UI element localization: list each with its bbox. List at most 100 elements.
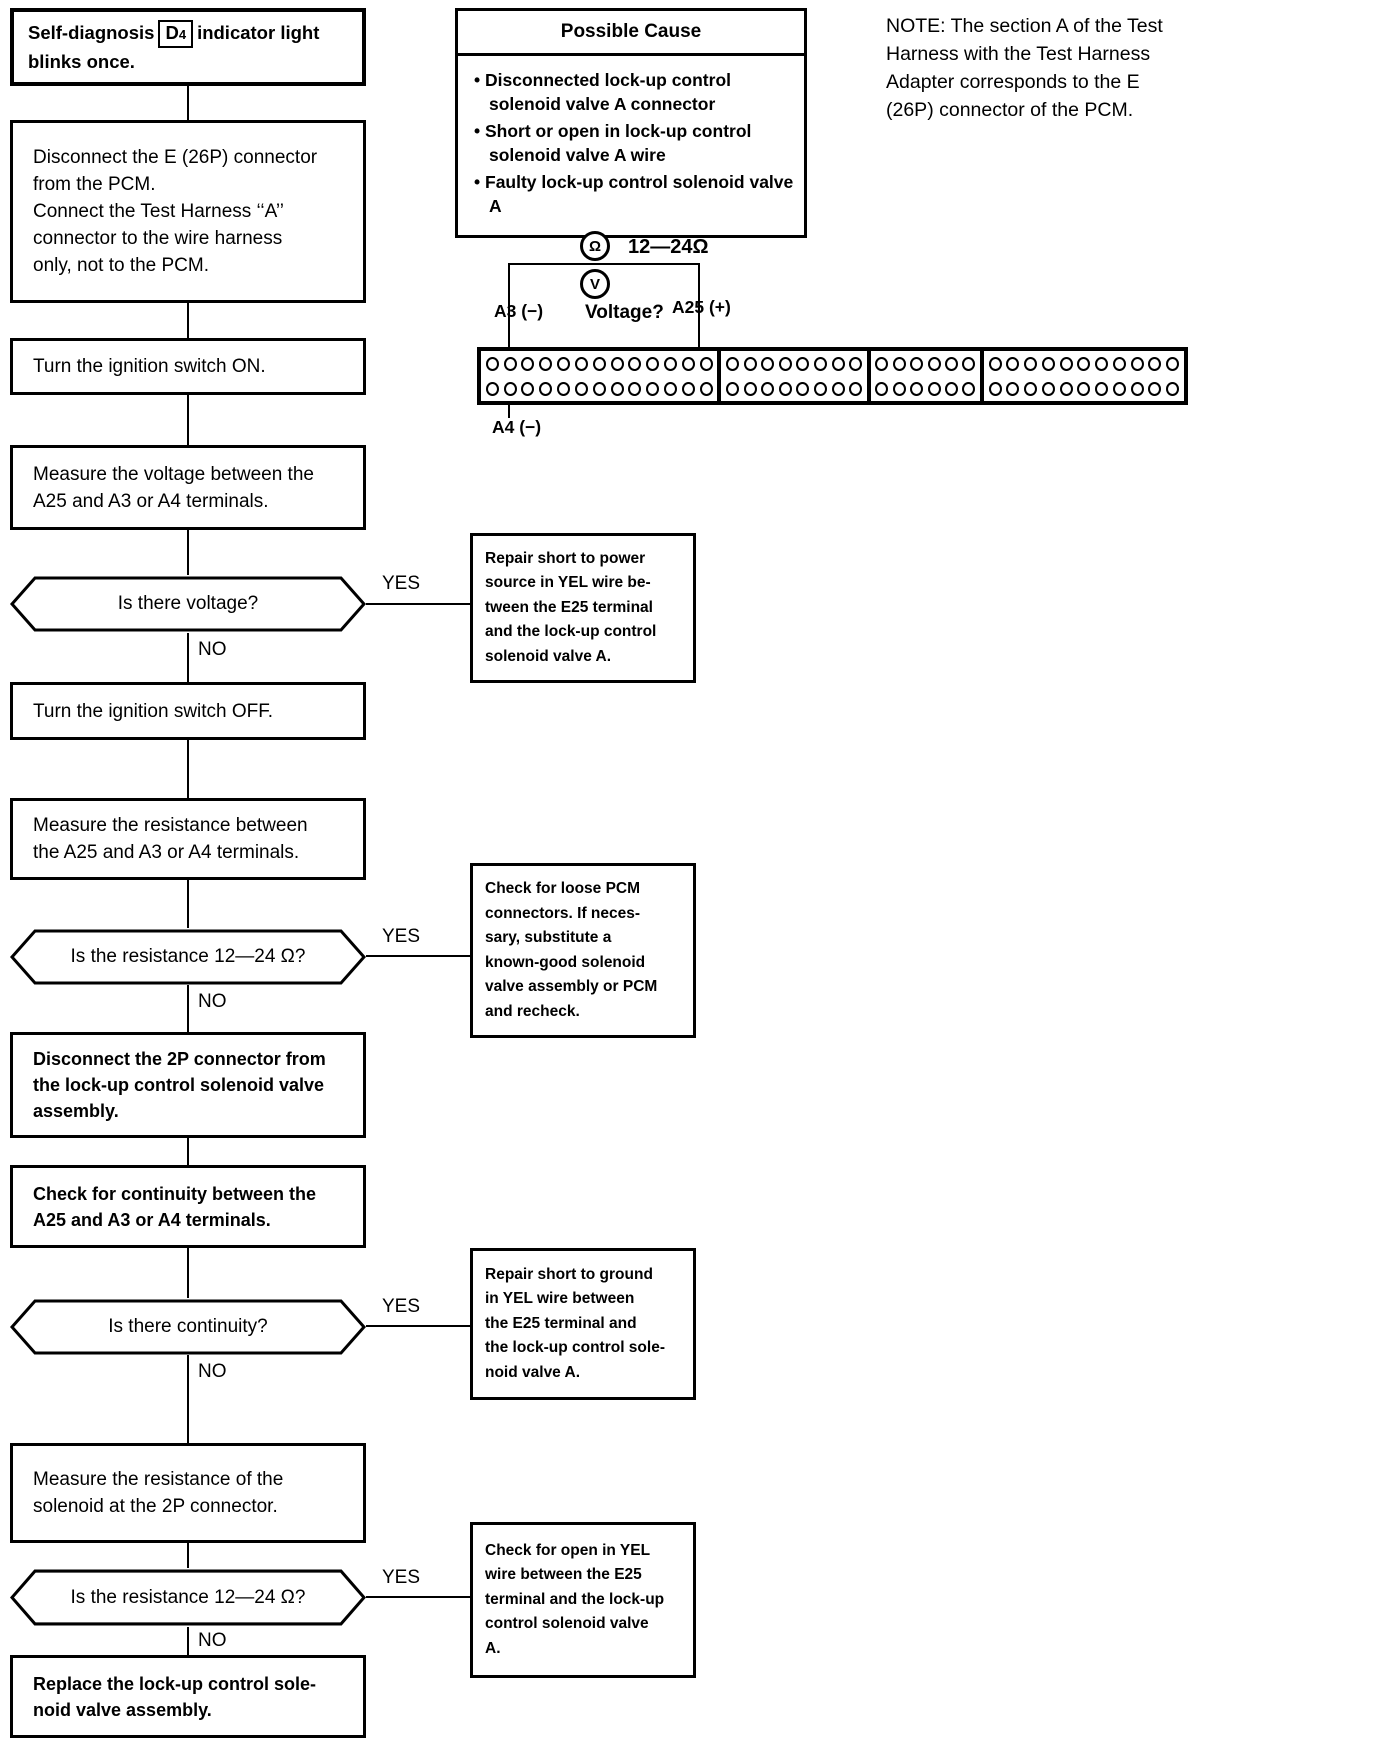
terminal-label-a25: A25 (+) bbox=[672, 297, 731, 317]
text-line: (26P) connector of the PCM. bbox=[886, 99, 1134, 121]
text-line: connectors. If neces- bbox=[485, 904, 641, 922]
yes-branch-line bbox=[366, 955, 470, 957]
text-line: A. bbox=[485, 1639, 501, 1657]
connector-pin bbox=[813, 356, 827, 371]
connector-pin bbox=[1095, 381, 1109, 396]
connector-pin bbox=[574, 381, 588, 396]
connector-pin bbox=[681, 356, 695, 371]
connector-pin bbox=[503, 356, 517, 371]
connector-section bbox=[481, 351, 722, 401]
connector-pin bbox=[962, 356, 976, 371]
connector-pin bbox=[646, 356, 660, 371]
text-line: known-good solenoid bbox=[485, 953, 646, 971]
connector-pin bbox=[892, 381, 906, 396]
text-line: and the lock-up control bbox=[485, 623, 657, 641]
text-line: Replace the lock-up control sole- bbox=[33, 1673, 317, 1694]
connector-pin bbox=[485, 381, 499, 396]
decision-hexagon-shape bbox=[10, 576, 366, 632]
connector-pin bbox=[628, 381, 642, 396]
connector-pin bbox=[1077, 356, 1091, 371]
yes-label-resistance-1: YES bbox=[382, 926, 421, 947]
text-line: Faulty lock-up control solenoid valve A bbox=[474, 170, 796, 218]
connector-pin bbox=[1112, 381, 1126, 396]
yes-branch-line bbox=[366, 1596, 470, 1598]
connector-pin bbox=[875, 381, 889, 396]
possible-cause-box: Possible Cause Disconnected lock-up cont… bbox=[455, 8, 807, 238]
connector-pin bbox=[910, 381, 924, 396]
meter-wire-a4 bbox=[508, 403, 510, 418]
text-line: valve assembly or PCM bbox=[485, 978, 658, 995]
text-line: noid valve assembly. bbox=[33, 1699, 212, 1720]
connector-pin bbox=[1024, 381, 1038, 396]
flow-line bbox=[187, 1138, 189, 1165]
flow-line bbox=[187, 985, 189, 1032]
connector-pin bbox=[910, 356, 924, 371]
flow-line bbox=[187, 1355, 189, 1443]
connector-pin bbox=[699, 381, 713, 396]
text-line: Harness with the Test Harness bbox=[886, 43, 1151, 65]
connector-pin bbox=[663, 356, 677, 371]
d4-indicator-code: D4 bbox=[158, 20, 194, 48]
voltage-question-label: Voltage? bbox=[585, 302, 664, 323]
text-line: assembly. bbox=[33, 1101, 119, 1121]
connector-pin bbox=[681, 381, 695, 396]
connector-pin bbox=[1148, 356, 1162, 371]
connector-pin-row bbox=[481, 376, 717, 401]
no-label-resistance-1: NO bbox=[198, 991, 227, 1012]
connector-pin-row bbox=[871, 376, 980, 401]
connector-pin bbox=[521, 381, 535, 396]
connector-pin bbox=[1059, 381, 1073, 396]
text-line: wire between the E25 bbox=[485, 1566, 642, 1584]
yes-branch-line bbox=[366, 603, 470, 605]
flow-line bbox=[187, 1627, 189, 1655]
flow-line bbox=[187, 633, 189, 682]
flow-line bbox=[187, 395, 189, 445]
connector-pin-row bbox=[984, 376, 1184, 401]
connector-pin bbox=[557, 356, 571, 371]
voltmeter-icon: V bbox=[580, 269, 610, 299]
connector-pin bbox=[521, 356, 535, 371]
text-line: Measure the resistance between bbox=[33, 815, 308, 836]
text-line: the E25 terminal and bbox=[485, 1314, 637, 1332]
step-replace-solenoid-box: Replace the lock-up control sole-noid va… bbox=[10, 1655, 366, 1738]
connector-pin bbox=[927, 356, 941, 371]
decision-continuity: Is there continuity? bbox=[10, 1298, 366, 1356]
text-line: noid valve A. bbox=[485, 1363, 581, 1381]
meter-wire-horizontal bbox=[508, 263, 700, 265]
connector-pin bbox=[646, 381, 660, 396]
connector-pin bbox=[725, 381, 739, 396]
text-line: Repair short to ground bbox=[485, 1265, 653, 1283]
connector-pin-row bbox=[481, 351, 717, 376]
connector-pin bbox=[1006, 356, 1020, 371]
connector-pin bbox=[485, 356, 499, 371]
text-line: and recheck. bbox=[485, 1002, 580, 1020]
connector-pin bbox=[988, 356, 1002, 371]
step-ignition-on-box: Turn the ignition switch ON. bbox=[10, 338, 366, 395]
text-line: Measure the resistance of the bbox=[33, 1469, 284, 1490]
connector-pin bbox=[699, 356, 713, 371]
decision-resistance-2: Is the resistance 12—24 Ω? bbox=[10, 1568, 366, 1627]
decision-resistance-2-text: Is the resistance 12—24 Ω? bbox=[70, 1586, 306, 1608]
meter-wire-a3 bbox=[508, 263, 510, 349]
decision-voltage-text: Is there voltage? bbox=[117, 593, 259, 614]
terminal-label-a3: A3 (−) bbox=[494, 301, 544, 321]
connector-pin bbox=[743, 381, 757, 396]
connector-pin bbox=[796, 381, 810, 396]
connector-pin bbox=[1077, 381, 1091, 396]
connector-pin bbox=[628, 356, 642, 371]
text-line: the lock-up control solenoid valve bbox=[33, 1075, 325, 1095]
connector-pin bbox=[1130, 381, 1144, 396]
